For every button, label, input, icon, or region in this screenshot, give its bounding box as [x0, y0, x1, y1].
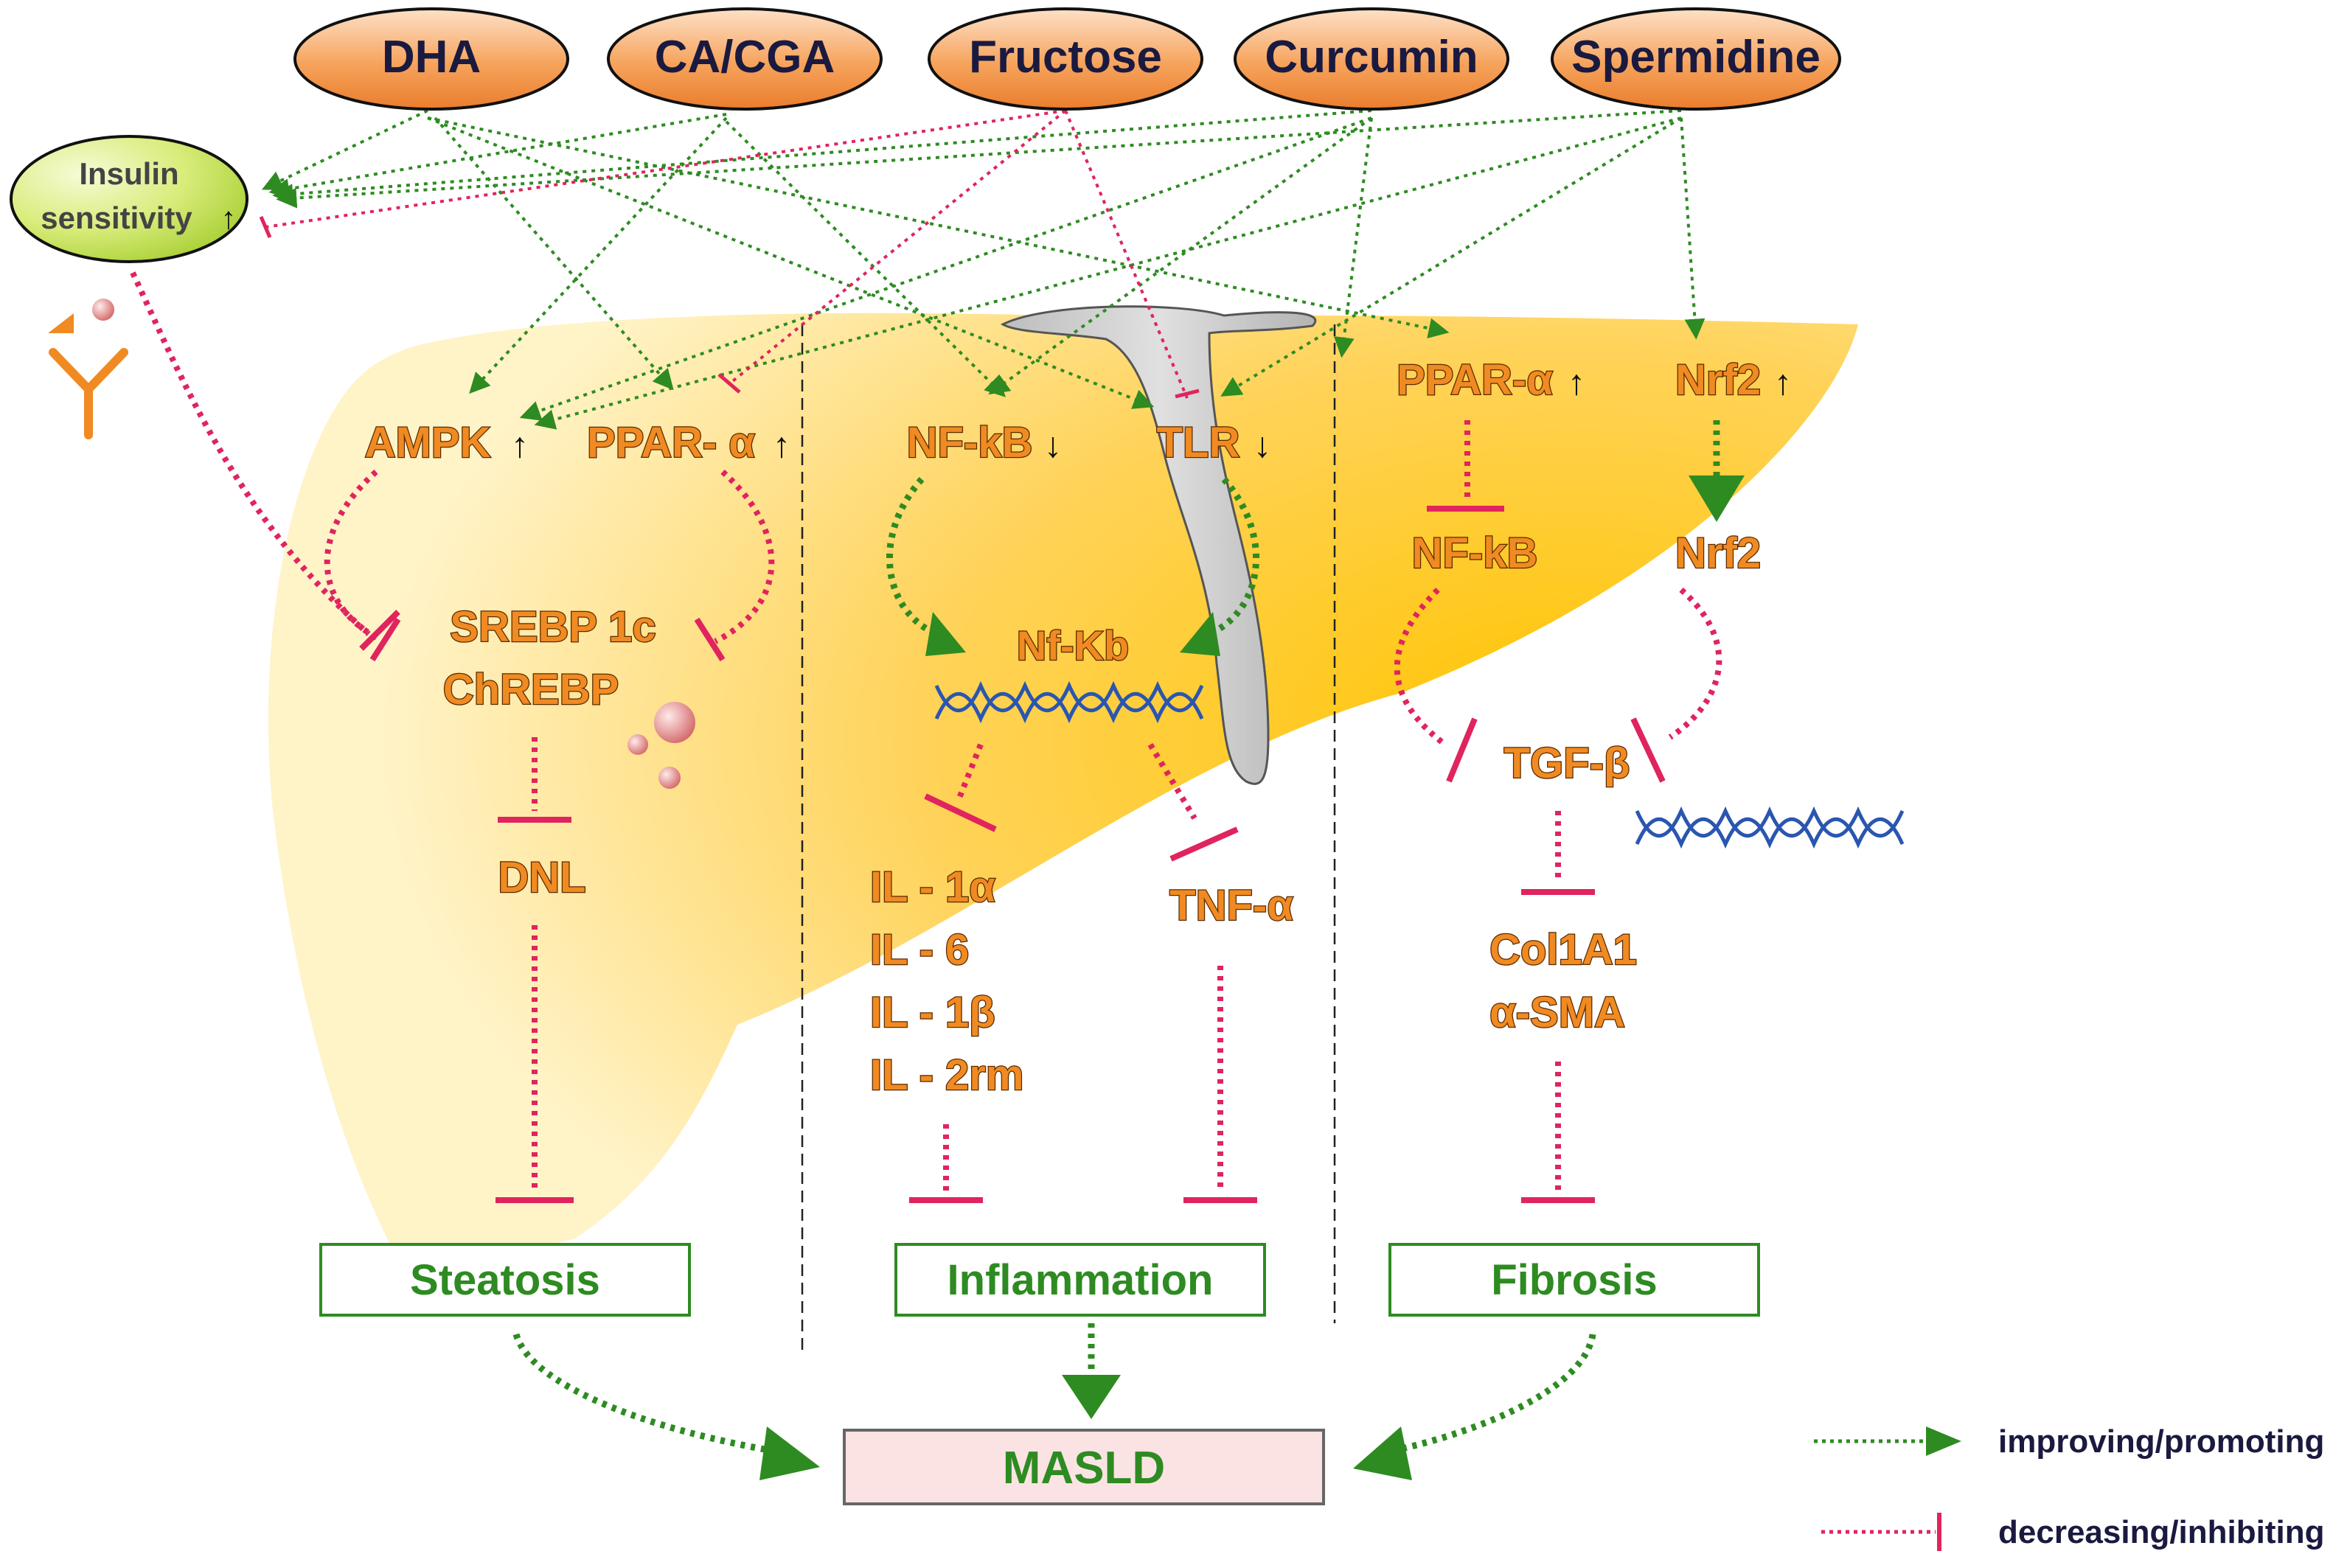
chrebp-label: ChREBP: [443, 666, 619, 714]
tlr-center-arrowhead-right: [1180, 612, 1220, 656]
compound-ca-cga: CA/CGA: [607, 7, 883, 111]
steatosis-box: Steatosis: [319, 1243, 691, 1317]
legend: improving/promoting decreasing/inhibitin…: [1814, 1424, 2325, 1551]
fibrosis-label: Fibrosis: [1491, 1256, 1658, 1304]
legend-promote-arrowhead: [1926, 1426, 1961, 1456]
dna-il-bar: [924, 793, 997, 832]
fructose-inhibit-bars: [259, 216, 1200, 399]
nfkb-center-label: Nf-Kb: [1017, 622, 1129, 669]
liver-shape: [268, 313, 1858, 1260]
insulin-line2: sensitivity: [41, 201, 192, 235]
compound-dha-label: DHA: [382, 32, 481, 83]
il-1a-label: IL - 1α: [870, 863, 995, 911]
dna-tnf-inhibit: [1147, 742, 1197, 820]
nrf2-top-up-arrow: ↑: [1774, 363, 1792, 403]
compound-fructose-label: Fructose: [969, 32, 1162, 83]
dnl-label: DNL: [498, 854, 585, 902]
insulin-line1: Insulin: [79, 156, 178, 191]
compound-spermidine-label: Spermidine: [1571, 32, 1821, 83]
fibrosis-path: PPAR-α ↑ Nrf2 ↑ NF-kB Nrf2 TGF-β Col1A1 …: [1394, 355, 1905, 1203]
ppar-alpha-label: PPAR- α: [587, 419, 755, 467]
inflammation-box: Inflammation: [894, 1243, 1266, 1317]
insulin-sensitivity: Insulin sensitivity ↑: [10, 135, 248, 263]
nfkb-fib-label: NF-kB: [1412, 529, 1538, 577]
antibody-icon: [48, 299, 128, 439]
fructose-inhibit-lines: [265, 109, 1189, 399]
lipid-droplet-icon: [627, 702, 695, 789]
ampk-up-arrow: ↑: [511, 426, 529, 465]
tlr-label: TLR: [1157, 419, 1240, 467]
masld-arrows: [512, 1323, 1596, 1480]
tlr-down-arrow: ↓: [1254, 426, 1271, 465]
nrf2-label: Nrf2: [1675, 529, 1761, 577]
il-2rm-label: IL - 2rm: [870, 1051, 1023, 1099]
compound-spermidine: Spermidine: [1551, 7, 1841, 111]
fibrosis-box: Fibrosis: [1388, 1243, 1760, 1317]
nrf2-tgf-inhibit: [1668, 587, 1722, 740]
nfkb-label: NF-kB: [907, 419, 1033, 467]
nrf2-top-label: Nrf2: [1675, 356, 1761, 404]
ppar-alpha-up-arrow: ↑: [773, 426, 790, 465]
dna-tnf-bar: [1169, 826, 1239, 862]
ppar-alpha-fib-label: PPAR-α: [1397, 356, 1553, 404]
ampk-srebp-bar: [369, 617, 401, 662]
nfkb-tgf-bar: [1446, 717, 1478, 783]
masld-box: MASLD: [843, 1429, 1325, 1505]
compound-curcumin: Curcumin: [1234, 7, 1509, 111]
nrf2-tgf-bar: [1630, 717, 1666, 783]
dna-helix-icon: [934, 680, 1204, 724]
portal-vein-icon: [1000, 305, 1317, 785]
steatosis-label: Steatosis: [410, 1256, 600, 1304]
ampk-srebp-inhibit: [324, 470, 385, 644]
masld-label: MASLD: [1003, 1443, 1165, 1494]
nfkb-center-arrowhead-left: [925, 612, 966, 656]
tnf-alpha-label: TNF-α: [1169, 882, 1293, 930]
insulin-srebp-inhibit: [130, 271, 371, 636]
inflammation-path: NF-kB ↓ TLR ↓ Nf-Kb IL - 1α IL - 6 IL - …: [869, 418, 1294, 1203]
ppar-srebp-bar: [694, 617, 726, 662]
il-6-label: IL - 6: [870, 926, 969, 974]
col1a1-label: Col1A1: [1489, 926, 1637, 974]
ppar-alpha-fib-up-arrow: ↑: [1568, 363, 1585, 403]
compounds: DHA CA/CGA Fructose Curcumin Spermidine: [293, 7, 1841, 111]
insulin-up-arrow: ↑: [221, 201, 237, 235]
alpha-sma-label: α-SMA: [1489, 989, 1625, 1036]
nfkb-down-arrow: ↓: [1044, 426, 1062, 465]
legend-promote-label: improving/promoting: [1998, 1424, 2324, 1460]
steatosis-path: AMPK ↑ PPAR- α ↑ SREBP 1c ChREBP DNL: [324, 418, 790, 1203]
compound-fructose: Fructose: [928, 7, 1203, 111]
ppar-srebp-inhibit: [714, 470, 775, 644]
top-promote-arrows: [261, 109, 1706, 430]
compound-curcumin-label: Curcumin: [1265, 32, 1478, 83]
inflammation-label: Inflammation: [948, 1256, 1214, 1304]
nfkb-tgf-inhibit: [1394, 588, 1447, 748]
il-1b-label: IL - 1β: [870, 989, 995, 1036]
compound-dha: DHA: [293, 7, 569, 111]
dna-helix-icon: [1635, 806, 1905, 849]
nrf2-promote-arrowhead: [1689, 475, 1745, 522]
legend-inhibit-label: decreasing/inhibiting: [1998, 1514, 2325, 1550]
srebp-label: SREBP 1c: [450, 603, 656, 651]
ampk-label: AMPK: [365, 419, 491, 467]
insulin-srebp-bar: [359, 610, 400, 651]
compound-ca-cga-label: CA/CGA: [655, 32, 835, 83]
outcomes: Steatosis Inflammation Fibrosis: [319, 1243, 1760, 1317]
tgf-beta-label: TGF-β: [1504, 739, 1630, 787]
